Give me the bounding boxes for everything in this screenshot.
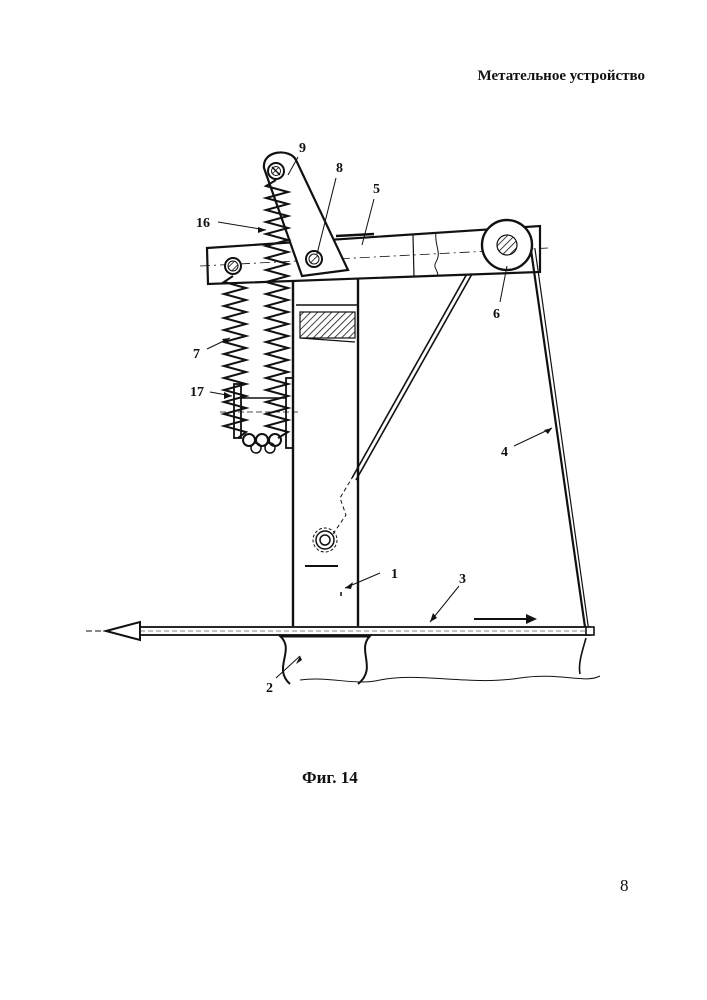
- ground-line: [300, 676, 600, 682]
- vertical-post: [293, 272, 358, 626]
- label-9: 9: [299, 141, 306, 156]
- label-7: 7: [193, 347, 200, 362]
- label-3: 3: [459, 572, 466, 587]
- label-8: 8: [336, 161, 343, 176]
- base-support: [280, 636, 370, 684]
- spring-anchors: [243, 434, 281, 453]
- left-pin: [225, 258, 241, 274]
- label-2: 2: [266, 681, 273, 696]
- label-17: 17: [190, 385, 204, 400]
- label-5: 5: [373, 182, 380, 197]
- label-4: 4: [501, 445, 508, 460]
- label-6: 6: [493, 307, 500, 322]
- lower-pivot: [313, 478, 352, 552]
- spring-7: [224, 276, 246, 438]
- figure-caption: Фиг. 14: [302, 768, 358, 788]
- bowstring: [531, 250, 586, 634]
- label-1: 1: [391, 567, 398, 582]
- page-number: 8: [620, 876, 629, 896]
- pulley: [482, 220, 532, 270]
- direction-arrow-icon: [474, 614, 537, 624]
- label-16: 16: [196, 216, 210, 231]
- pivot-8: [306, 251, 322, 267]
